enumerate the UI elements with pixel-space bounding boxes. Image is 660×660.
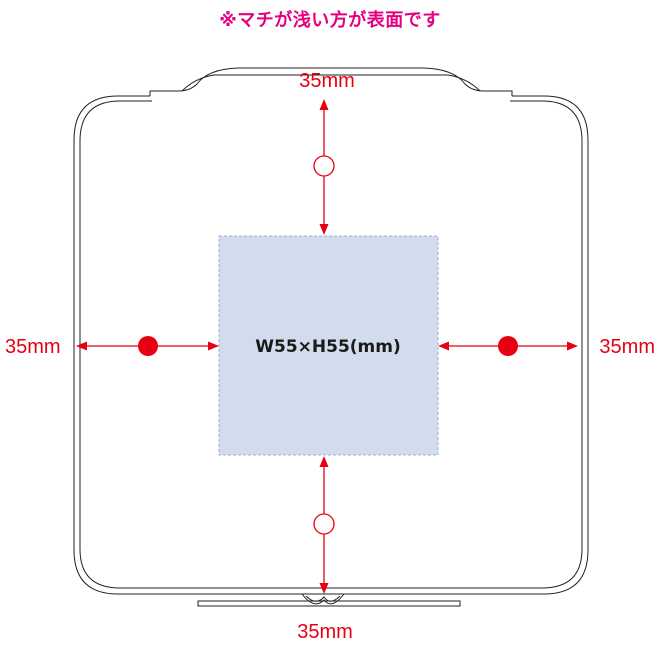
surface-note: ※マチが浅い方が表面です [219, 10, 441, 31]
top-dimension-arrow [313, 99, 335, 235]
print-area [218, 235, 439, 456]
right-margin-label: 35mm [599, 336, 655, 358]
hollow-circle-marker-icon [313, 513, 335, 535]
filled-circle-marker-icon [138, 336, 158, 356]
bottom-dimension-arrow [313, 456, 335, 594]
left-dimension-arrow [76, 336, 219, 356]
arrowhead-right-icon [208, 341, 219, 351]
left-margin-label: 35mm [5, 336, 61, 358]
arrowhead-left-icon [76, 341, 87, 351]
hollow-circle-marker-icon [313, 155, 335, 177]
top-margin-label: 35mm [299, 70, 355, 92]
bottom-margin-label: 35mm [297, 621, 353, 643]
filled-circle-marker-icon [498, 336, 518, 356]
arrowhead-down-icon [319, 583, 329, 594]
arrowhead-up-icon [319, 456, 329, 467]
print-area-label: W55×H55(mm) [255, 337, 401, 357]
arrowhead-left-icon [438, 341, 449, 351]
arrowhead-up-icon [319, 99, 329, 110]
arrowhead-down-icon [319, 224, 329, 235]
bottom-clasp [197, 593, 461, 607]
top-hinge [149, 67, 513, 96]
right-dimension-arrow [438, 336, 578, 356]
arrowhead-right-icon [567, 341, 578, 351]
case-outline [73, 95, 589, 595]
